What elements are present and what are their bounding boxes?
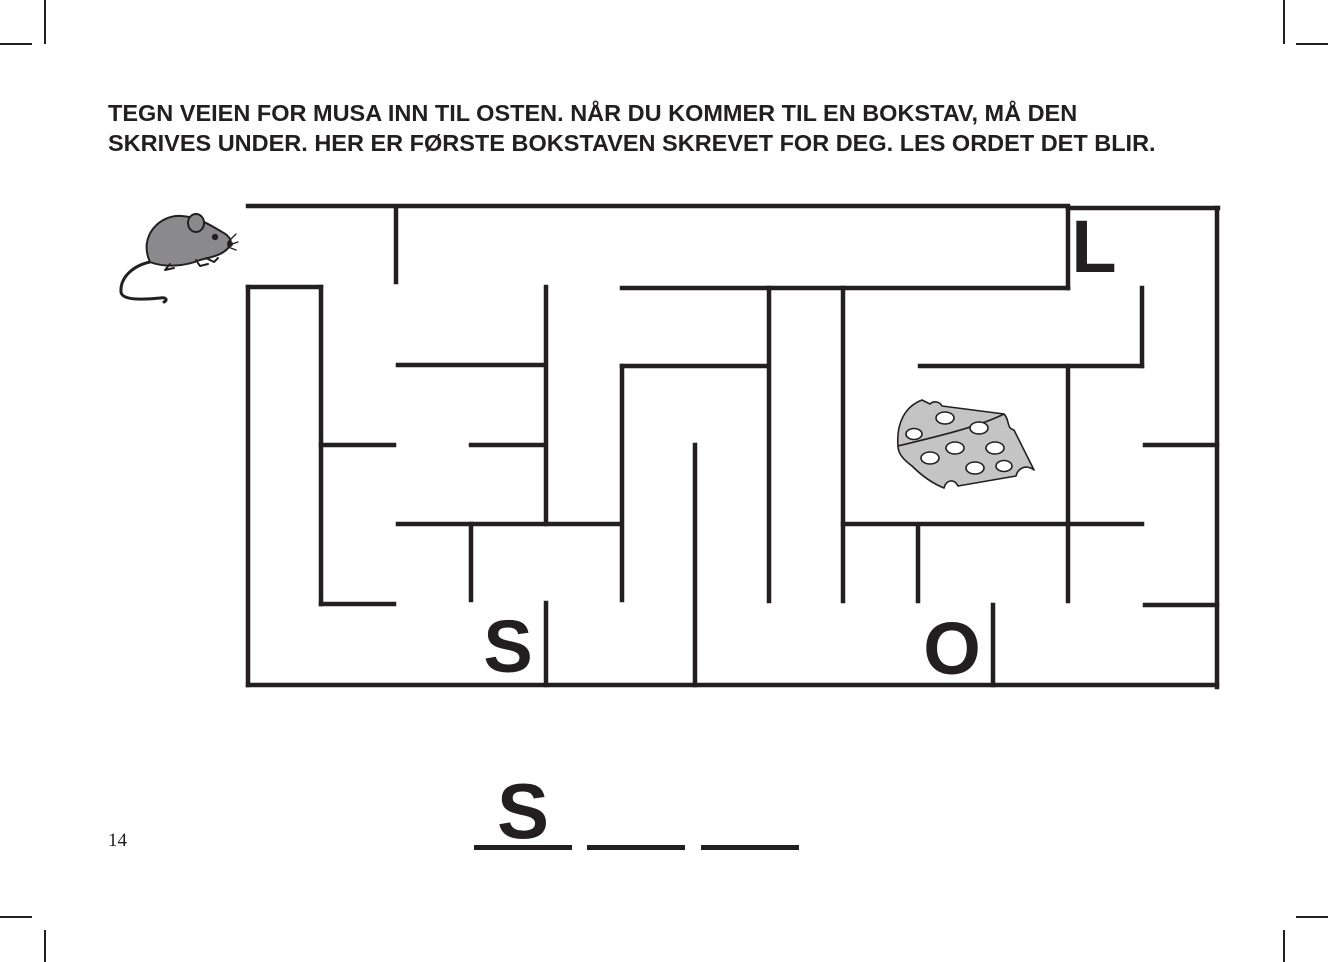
instruction-line: TEGN VEIEN FOR MUSA INN TIL OSTEN. NÅR D… [108,100,1078,126]
mouse-icon [119,213,239,304]
instructions: TEGN VEIEN FOR MUSA INN TIL OSTEN. NÅR D… [108,98,1298,158]
answer-blank[interactable] [701,845,799,850]
crop-mark [1296,916,1328,918]
crop-mark [44,930,46,962]
answer-filled-letter: S [496,767,550,855]
crop-mark [44,0,46,44]
maze-letter-s: S [483,605,532,688]
maze-letter-l: L [1071,205,1116,288]
cheese-icon [897,399,1035,489]
crop-mark [1283,0,1285,44]
crop-mark [0,916,32,918]
page-number: 14 [108,830,127,851]
answer-blank[interactable] [587,845,685,850]
answer-blank[interactable] [474,845,572,850]
crop-mark [1296,43,1328,45]
maze-letter-o: O [923,607,981,690]
maze-walls [245,203,1221,690]
crop-mark [1283,930,1285,962]
crop-mark [0,43,32,45]
instruction-line: SKRIVES UNDER. HER ER FØRSTE BOKSTAVEN S… [108,130,1156,156]
